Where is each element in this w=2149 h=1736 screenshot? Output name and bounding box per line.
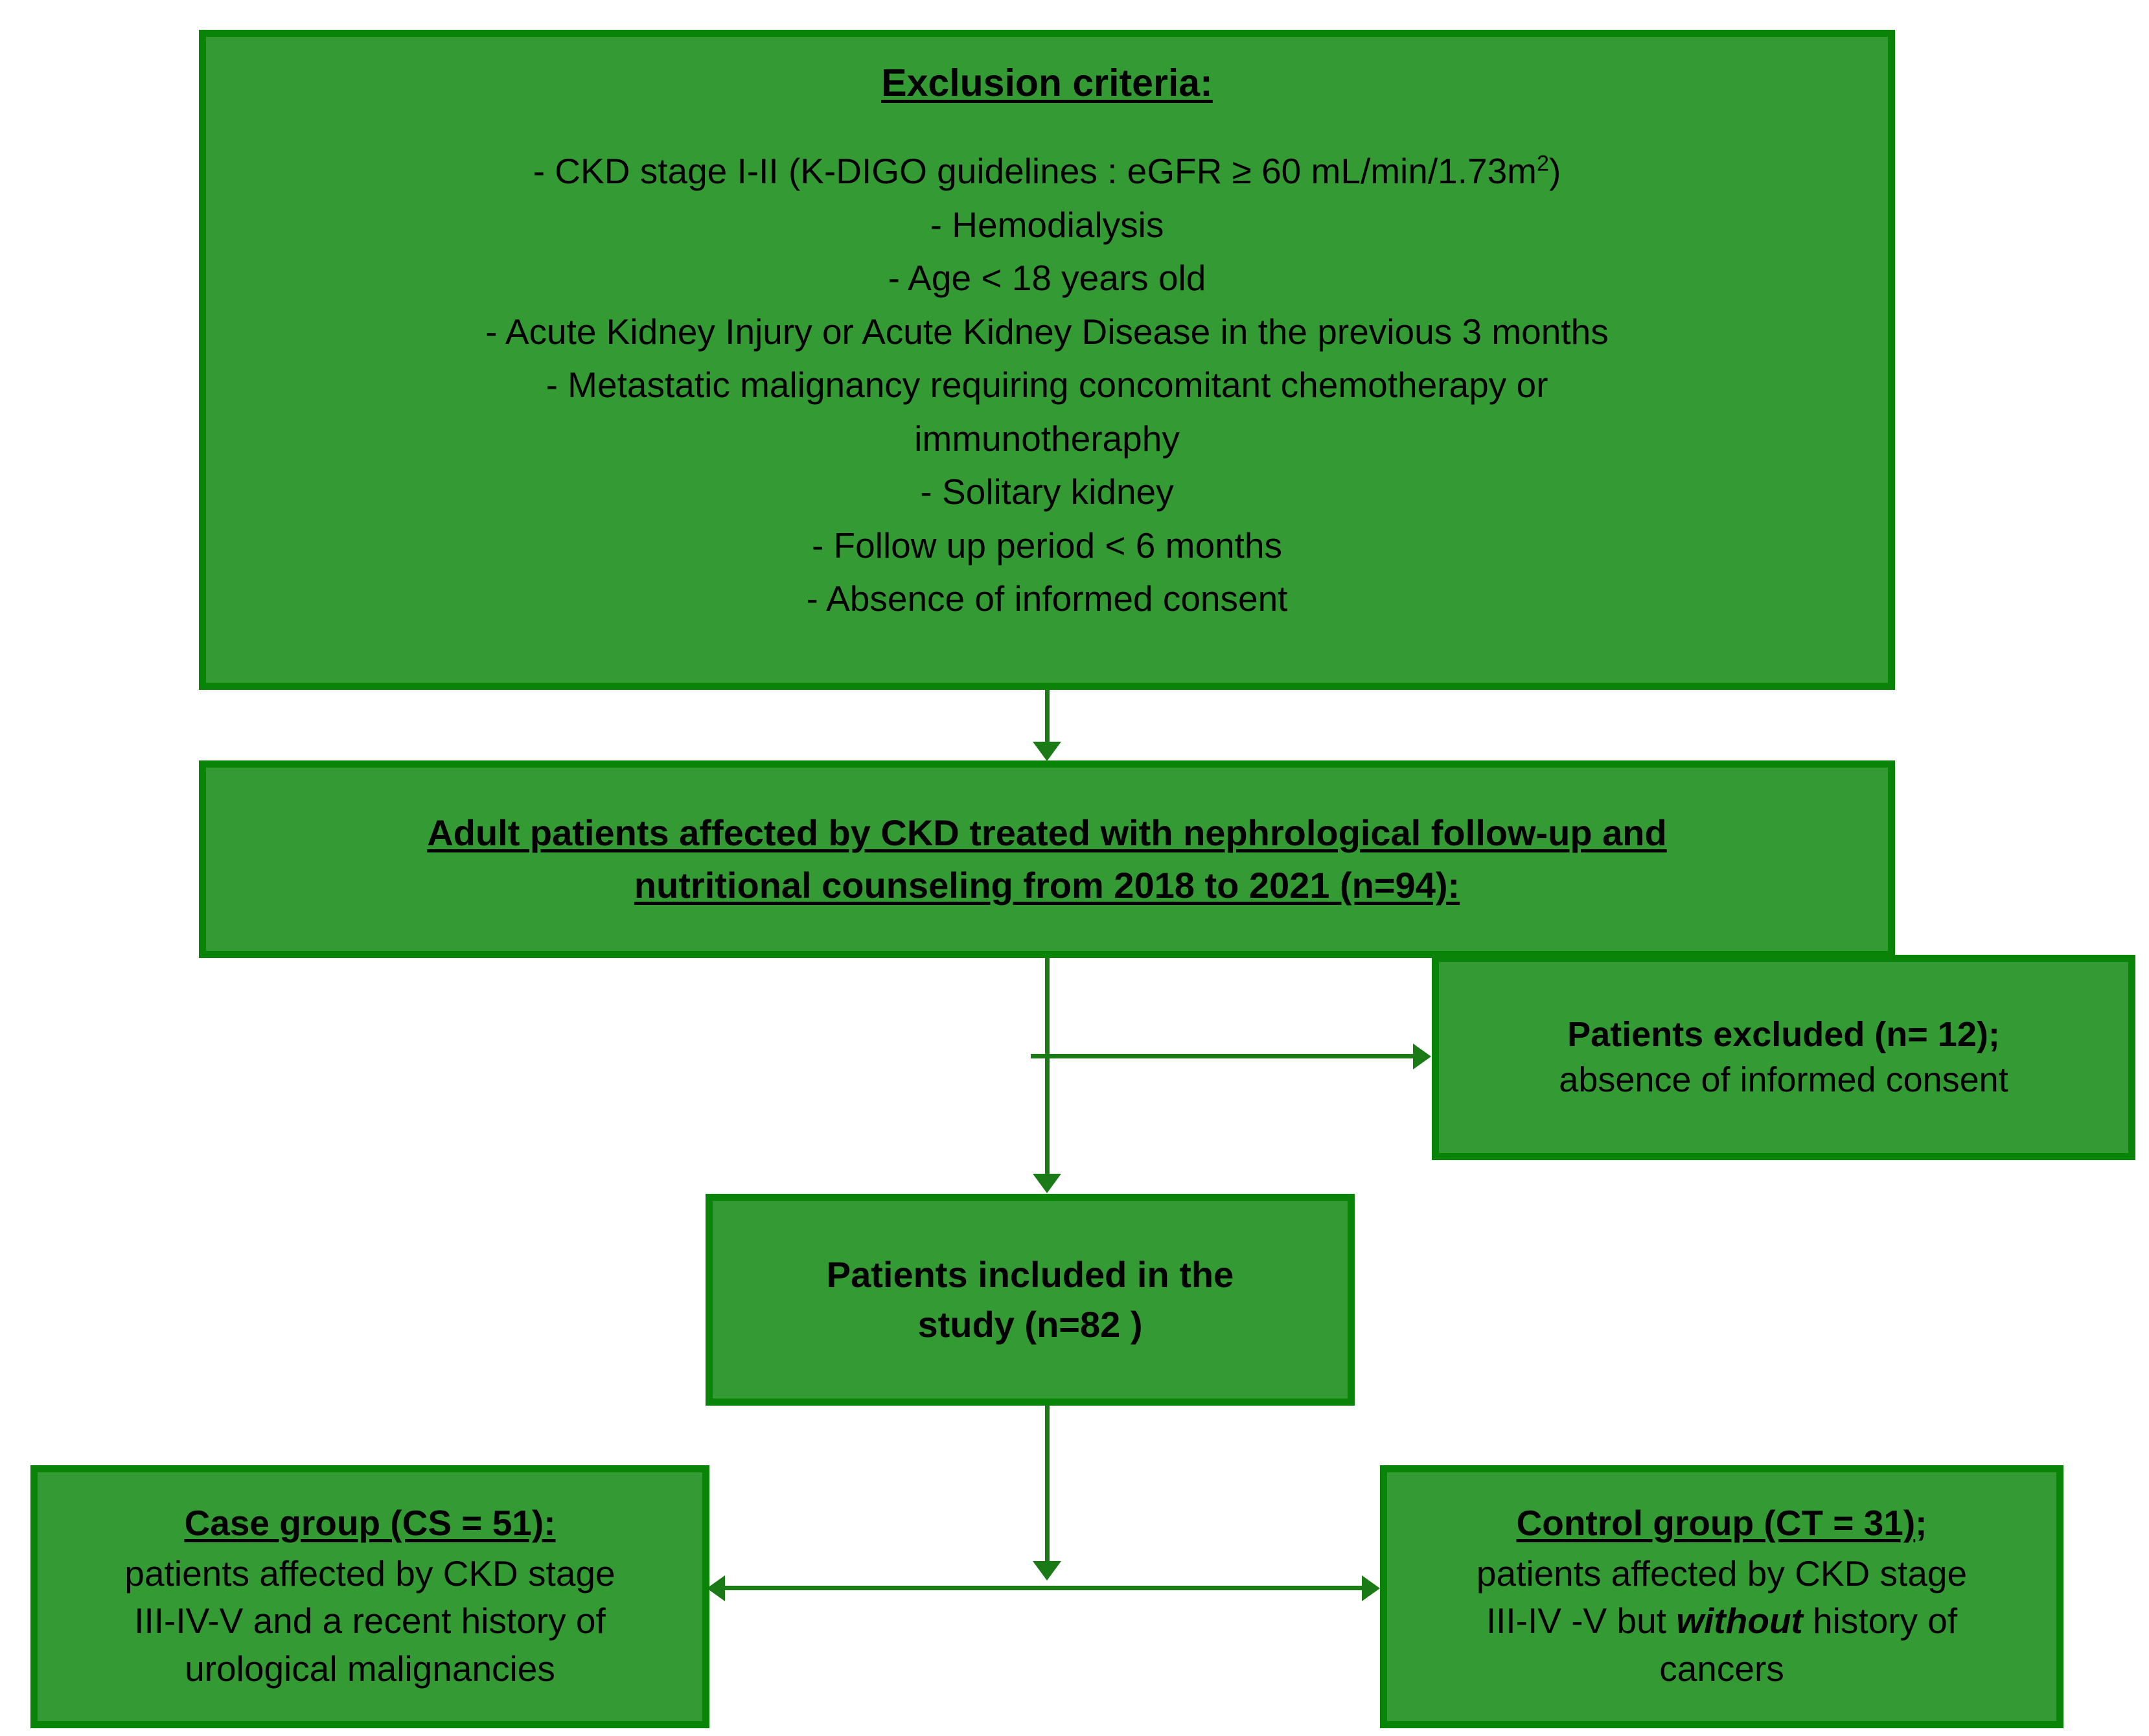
case-group-title: Case group (CS = 51):	[184, 1503, 556, 1544]
adult-patients-line-2: nutritional counseling from 2018 to 2021…	[634, 864, 1460, 906]
exclusion-criteria-title: Exclusion criteria:	[881, 62, 1213, 104]
patients-included-heading: Patients included in the study (n=82 )	[722, 1250, 1339, 1349]
case-group-description: patients affected by CKD stage III-IV-V …	[47, 1550, 693, 1693]
exclusion-criteria-box: Exclusion criteria: - CKD stage I-II (K-…	[199, 30, 1895, 690]
exclusion-criteria-content: Exclusion criteria: - CKD stage I-II (K-…	[206, 62, 1888, 626]
connector-adult-to-included-line	[1045, 958, 1050, 1177]
control-group-line-2-emphasis: without	[1676, 1601, 1803, 1641]
connector-adult-to-excluded-arrowhead	[1413, 1044, 1431, 1069]
exclusion-criteria-list: - CKD stage I-II (K-DIGO guidelines : eG…	[215, 144, 1879, 626]
connector-case-control-arrowhead-left	[707, 1575, 725, 1601]
case-group-line-2: III-IV-V and a recent history of	[134, 1601, 606, 1641]
patients-excluded-detail: absence of informed consent	[1559, 1060, 2008, 1099]
control-group-title: Control group (CT = 31);	[1396, 1500, 2047, 1547]
patients-included-box: Patients included in the study (n=82 )	[706, 1194, 1355, 1406]
control-group-title-underlined: Control group (CT = 31)	[1516, 1503, 1916, 1544]
exclusion-criterion-ckd-stage-text: - CKD stage I-II (K-DIGO guidelines : eG…	[533, 151, 1537, 192]
connector-adult-to-included-arrowhead	[1033, 1174, 1061, 1193]
patients-excluded-box: Patients excluded (n= 12); absence of in…	[1432, 955, 2135, 1160]
control-group-line-2-pre: III-IV -V but	[1486, 1601, 1677, 1641]
exclusion-criterion-immunotherapy: immunotheraphy	[914, 418, 1180, 459]
connector-adult-to-excluded-line	[1031, 1054, 1413, 1058]
exclusion-criterion-ckd-stage-close: )	[1548, 151, 1561, 192]
connector-exclusion-to-adult-arrowhead	[1033, 742, 1061, 761]
case-group-content: Case group (CS = 51): patients affected …	[38, 1500, 702, 1693]
adult-patients-line-1: Adult patients affected by CKD treated w…	[427, 812, 1667, 853]
case-group-line-3: urological malignancies	[185, 1649, 555, 1689]
patients-excluded-content: Patients excluded (n= 12); absence of in…	[1439, 1012, 2128, 1102]
exclusion-criterion-metastatic: - Metastatic malignancy requiring concom…	[546, 365, 1548, 405]
case-group-line-1: patients affected by CKD stage	[124, 1553, 615, 1593]
control-group-box: Control group (CT = 31); patients affect…	[1380, 1465, 2063, 1728]
patients-included-line-2: study (n=82 )	[917, 1303, 1143, 1345]
control-group-line-1: patients affected by CKD stage	[1476, 1553, 1968, 1593]
connector-exclusion-to-adult-line	[1045, 690, 1050, 746]
case-group-box: Case group (CS = 51): patients affected …	[30, 1465, 709, 1728]
connector-case-control-arrowhead-right	[1362, 1575, 1380, 1601]
exclusion-criterion-ckd-stage: - CKD stage I-II (K-DIGO guidelines : eG…	[215, 144, 1879, 198]
patients-excluded-heading: Patients excluded (n= 12);	[1567, 1015, 2000, 1055]
exclusion-criterion-follow-up: - Follow up period < 6 months	[811, 525, 1283, 565]
adult-patients-content: Adult patients affected by CKD treated w…	[206, 807, 1888, 911]
exclusion-criterion-consent: - Absence of informed consent	[806, 578, 1288, 619]
patients-included-line-1: Patients included in the	[826, 1254, 1234, 1296]
connector-included-to-groups-line	[1045, 1406, 1050, 1575]
exclusion-criterion-aki: - Acute Kidney Injury or Acute Kidney Di…	[485, 311, 1609, 352]
control-group-line-2: III-IV -V but without history of	[1396, 1597, 2047, 1645]
exclusion-criterion-hemodialysis: - Hemodialysis	[930, 204, 1164, 245]
exclusion-criterion-ckd-stage-superscript: 2	[1537, 151, 1549, 176]
control-group-description: patients affected by CKD stage III-IV -V…	[1396, 1550, 2047, 1693]
control-group-title-tail: ;	[1915, 1503, 1927, 1544]
exclusion-criterion-solitary-kidney: - Solitary kidney	[920, 472, 1174, 512]
control-group-content: Control group (CT = 31); patients affect…	[1387, 1500, 2056, 1693]
connector-included-to-groups-arrowhead	[1033, 1561, 1061, 1581]
control-group-line-3: cancers	[1659, 1649, 1784, 1689]
exclusion-criterion-age: - Age < 18 years old	[888, 258, 1206, 299]
patients-included-content: Patients included in the study (n=82 )	[713, 1250, 1348, 1349]
adult-patients-box: Adult patients affected by CKD treated w…	[199, 760, 1895, 958]
adult-patients-title: Adult patients affected by CKD treated w…	[215, 807, 1879, 911]
connector-case-control-line	[725, 1586, 1373, 1590]
control-group-line-2-post: history of	[1802, 1601, 1958, 1641]
